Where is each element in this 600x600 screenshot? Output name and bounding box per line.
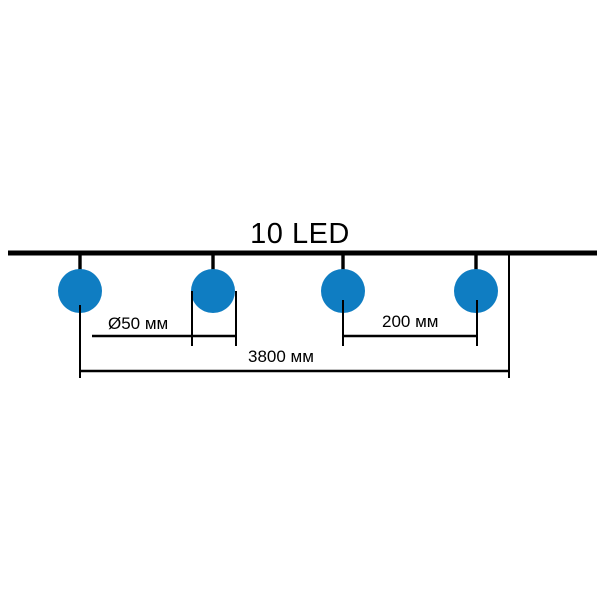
total-length-label: 3800 мм bbox=[248, 347, 314, 366]
led-bulb-icon bbox=[58, 269, 102, 313]
spacing-label: 200 мм bbox=[382, 312, 438, 331]
led-bulb-icon bbox=[321, 269, 365, 313]
page-title: 10 LED bbox=[250, 218, 350, 250]
diameter-label: Ø50 мм bbox=[108, 314, 168, 333]
led-bulb-icon bbox=[191, 269, 235, 313]
led-bulb-2 bbox=[191, 253, 235, 313]
led-bulb-icon bbox=[454, 269, 498, 313]
led-bulb-1 bbox=[58, 253, 102, 313]
led-bulb-3 bbox=[321, 253, 365, 313]
led-bulb-4 bbox=[454, 253, 498, 313]
